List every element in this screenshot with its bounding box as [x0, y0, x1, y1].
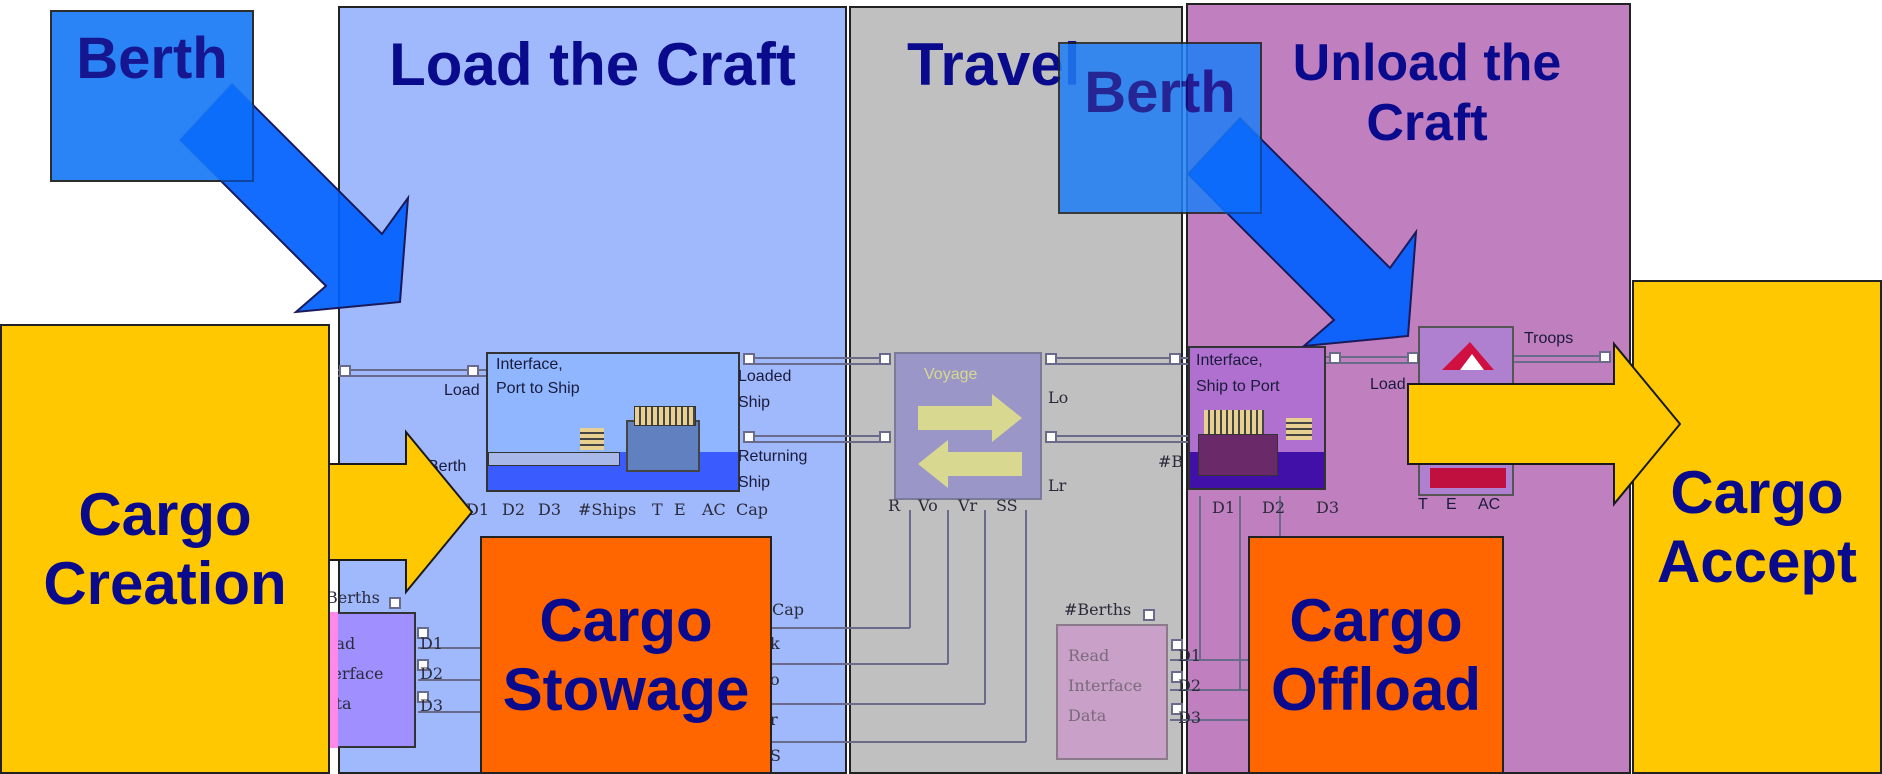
cargo-accept-box: Cargo Accept — [1632, 280, 1882, 774]
read-interface-mid-line-3: Data — [1068, 706, 1107, 725]
phase-load-title: Load the Craft — [389, 31, 796, 98]
returning-ship-label-1: Returning — [738, 448, 808, 465]
port-label-e: E — [674, 500, 686, 519]
d-port-right-2: D2 — [1262, 498, 1286, 517]
phase-unload-title: Unload the Craft — [1186, 34, 1668, 154]
stub-label-1: k — [770, 634, 780, 653]
port-label-d1: D1 — [466, 500, 490, 519]
read-interface-mid-block[interactable]: Read Interface Data — [1056, 624, 1168, 760]
tea-port-t: T — [1418, 496, 1428, 513]
voyage-arrows-icon — [918, 394, 1022, 488]
d-port-mid-1: D1 — [1178, 646, 1202, 665]
cargo-accept-line1: Cargo — [1670, 459, 1844, 526]
cargo-creation-line2: Creation — [43, 550, 287, 617]
tea-port-e: E — [1446, 496, 1457, 513]
returning-ship-label-2: Ship — [738, 474, 771, 491]
cargo-stowage-box: Cargo Stowage — [480, 536, 772, 774]
cargo-creation-line1: Cargo — [78, 481, 252, 548]
port-label-d2: D2 — [502, 500, 526, 519]
dock-strip — [488, 452, 620, 466]
troops-label: Troops — [1524, 330, 1574, 347]
d-port-left-2: D2 — [420, 664, 444, 683]
cargo-accept-arrow-top — [1407, 341, 1682, 507]
container-stack-icon — [580, 428, 604, 450]
hash-b-label: #B — [1158, 452, 1184, 471]
cargo-stowage-line2: Stowage — [502, 656, 750, 723]
berth-left-arrow-tail — [180, 84, 254, 182]
voyage-label: Voyage — [924, 366, 978, 383]
voyage-port-ss: SS — [996, 496, 1018, 515]
stub-label-2: o — [770, 670, 780, 689]
voyage-in-lr: Lr — [1048, 476, 1067, 495]
troops-tent-icon — [1430, 342, 1506, 488]
cargo-offload-line1: Cargo — [1289, 587, 1463, 654]
d-port-mid-2: D2 — [1178, 676, 1202, 695]
interface-ship-to-port-label-1: Interface, — [1196, 352, 1263, 369]
load-in-label: Load — [444, 382, 480, 399]
d-port-left-1: D1 — [420, 634, 444, 653]
cargo-creation-arrow — [327, 429, 474, 595]
cargo-offload-line2: Offload — [1271, 656, 1481, 723]
load-out-label: Load — [1370, 376, 1406, 393]
stub-label-4: S — [770, 746, 781, 765]
voyage-in-lo: Lo — [1048, 388, 1069, 407]
container-stack-icon-right — [1286, 418, 1312, 440]
d-port-right-1: D1 — [1212, 498, 1236, 517]
read-interface-mid-line-1: Read — [1068, 646, 1110, 665]
phase-unload-title-line2: Craft — [1366, 93, 1488, 152]
d-port-left-3: D3 — [420, 696, 444, 715]
ship-cargo-icon-right — [1204, 410, 1264, 434]
port-label-cap: Cap — [736, 500, 769, 519]
interface-port-to-ship-label-1: Interface, — [496, 356, 563, 373]
port-label-ac: AC — [702, 500, 726, 519]
read-interface-mid-line-2: Interface — [1068, 676, 1143, 695]
voyage-block[interactable]: Voyage — [894, 352, 1042, 500]
tea-port-ac: AC — [1478, 496, 1501, 513]
phase-travel-title: Travel — [907, 31, 1081, 98]
cargo-creation-box: Cargo Creation — [0, 324, 330, 774]
ship-icon-right — [1198, 434, 1278, 476]
d-port-mid-3: D3 — [1178, 708, 1202, 727]
stub-label-3: r — [770, 710, 778, 729]
ship-cargo-icon — [634, 406, 696, 426]
cargo-offload-box: Cargo Offload — [1248, 536, 1504, 774]
port-label-d3: D3 — [538, 500, 562, 519]
port-label-ships: #Ships — [578, 500, 637, 519]
loaded-ship-label-2: Ship — [738, 394, 771, 411]
cargo-stowage-line1: Cargo — [539, 587, 713, 654]
phase-unload-title-line1: Unload the — [1292, 34, 1562, 92]
voyage-port-vo: Vo — [918, 496, 938, 515]
voyage-port-r: R — [888, 496, 901, 515]
cargo-accept-line2: Accept — [1656, 528, 1858, 595]
voyage-port-vr: Vr — [958, 496, 978, 515]
read-interface-left-line-2: terface — [326, 664, 384, 683]
d-port-right-3: D3 — [1316, 498, 1340, 517]
berth-right-box: Berth — [1058, 42, 1262, 214]
berth-right-arrow-tail — [1188, 118, 1262, 214]
interface-ship-to-port-block[interactable]: Interface, Ship to Port — [1188, 346, 1326, 490]
berths-mid-label: #Berths — [1064, 600, 1132, 619]
interface-ship-to-port-label-2: Ship to Port — [1196, 378, 1280, 395]
port-label-t: T — [652, 500, 663, 519]
loaded-ship-label-1: Loaded — [738, 368, 792, 385]
cap-right-label: Cap — [772, 600, 805, 619]
berths-left-label: Berths — [326, 588, 380, 607]
interface-port-to-ship-block[interactable]: Interface, Port to Ship — [486, 352, 740, 492]
interface-port-to-ship-label-2: Port to Ship — [496, 380, 580, 397]
